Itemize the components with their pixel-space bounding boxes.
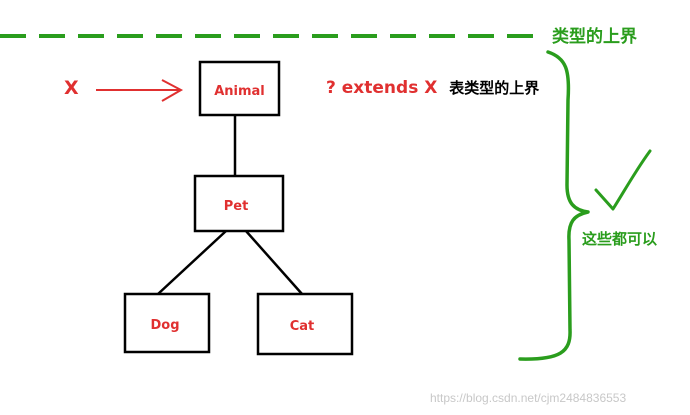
connector-pet-dog <box>157 230 227 295</box>
connector-pet-cat <box>245 230 303 295</box>
node-pet: Pet <box>193 174 285 233</box>
x-label: X <box>64 77 79 99</box>
wildcard-explanation: 表类型的上界 <box>449 79 539 97</box>
checkmark-icon <box>594 149 652 211</box>
brace-label: 这些都可以 <box>582 230 657 248</box>
tree-connectors <box>157 115 303 295</box>
wildcard-description: ? extends X 表类型的上界 <box>326 78 539 98</box>
wildcard-expression: ? extends X <box>326 78 437 98</box>
node-animal: Animal <box>198 60 281 117</box>
node-pet-label: Pet <box>224 199 249 214</box>
upper-bound-label: 类型的上界 <box>552 26 637 47</box>
right-brace <box>518 50 590 361</box>
node-animal-label: Animal <box>214 84 265 99</box>
node-cat: Cat <box>256 292 354 356</box>
node-dog-label: Dog <box>150 318 179 333</box>
arrow-icon <box>96 79 184 102</box>
watermark: https://blog.csdn.net/cjm2484836553 <box>430 391 626 405</box>
node-cat-label: Cat <box>290 319 315 334</box>
node-dog: Dog <box>123 292 211 354</box>
